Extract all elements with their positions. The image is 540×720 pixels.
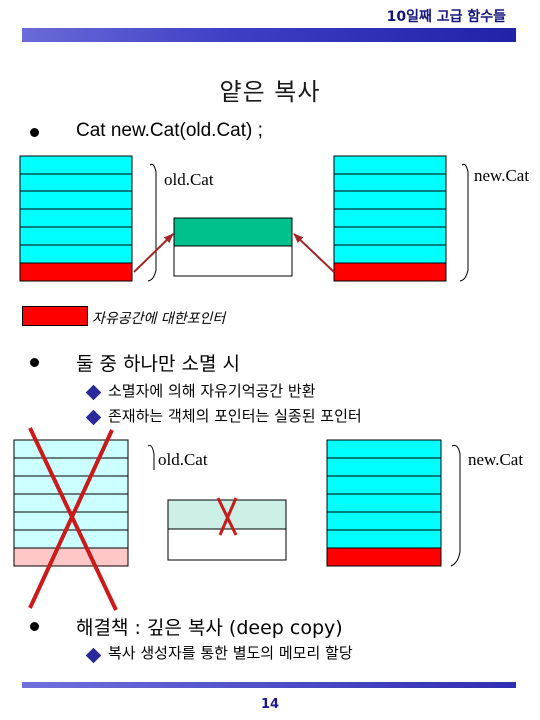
sub-bullet-copy-constructor: 복사 생성자를 통한 별도의 메모리 할당	[108, 644, 353, 662]
bullet-code-line: Cat new.Cat(old.Cat) ;	[76, 120, 263, 141]
page-number: 14	[260, 697, 280, 712]
heap-block-freed	[167, 499, 287, 561]
old-cat-label: old.Cat	[164, 170, 214, 189]
heap-block-1	[173, 217, 293, 277]
header-bar	[22, 28, 516, 42]
cross-mark-small	[216, 497, 238, 536]
old-cat-object-destroyed	[13, 439, 129, 567]
new-cat-object-1	[333, 155, 447, 282]
slide-title: 얕은 복사	[219, 78, 321, 106]
new-cat-object-2	[326, 439, 442, 567]
bullet-dot	[30, 358, 39, 367]
sub-bullet-destructor: 소멸자에 의해 자유기억공간 반환	[108, 382, 316, 400]
bullet-dot	[30, 622, 39, 631]
pointer-arrow	[133, 233, 174, 273]
pointer-cell	[326, 547, 442, 567]
cross-mark-large	[28, 427, 118, 611]
old-cat-label-2: old.Cat	[158, 450, 208, 469]
new-cat-label-2: new.Cat	[468, 450, 524, 469]
pointer-cell	[19, 262, 133, 282]
bullet-destroy-one: 둘 중 하나만 소멸 시	[76, 353, 240, 375]
pointer-arrow	[293, 233, 335, 273]
chapter-title: 10일째 고급 함수들	[386, 9, 506, 25]
footer-bar	[22, 682, 516, 688]
old-cat-object-1	[19, 155, 133, 282]
sub-bullet-dangling-pointer: 존재하는 객체의 포인터는 실종된 포인터	[108, 407, 362, 425]
legend-swatch	[22, 306, 88, 326]
pointer-cell	[333, 262, 447, 282]
legend-text: 자유공간에 대한포인터	[92, 311, 226, 327]
bullet-dot	[30, 128, 39, 137]
bullet-solution: 해결책 : 깊은 복사 (deep copy)	[76, 617, 343, 639]
slide-header: 10일째 고급 함수들	[0, 0, 540, 50]
new-cat-label: new.Cat	[474, 166, 530, 185]
